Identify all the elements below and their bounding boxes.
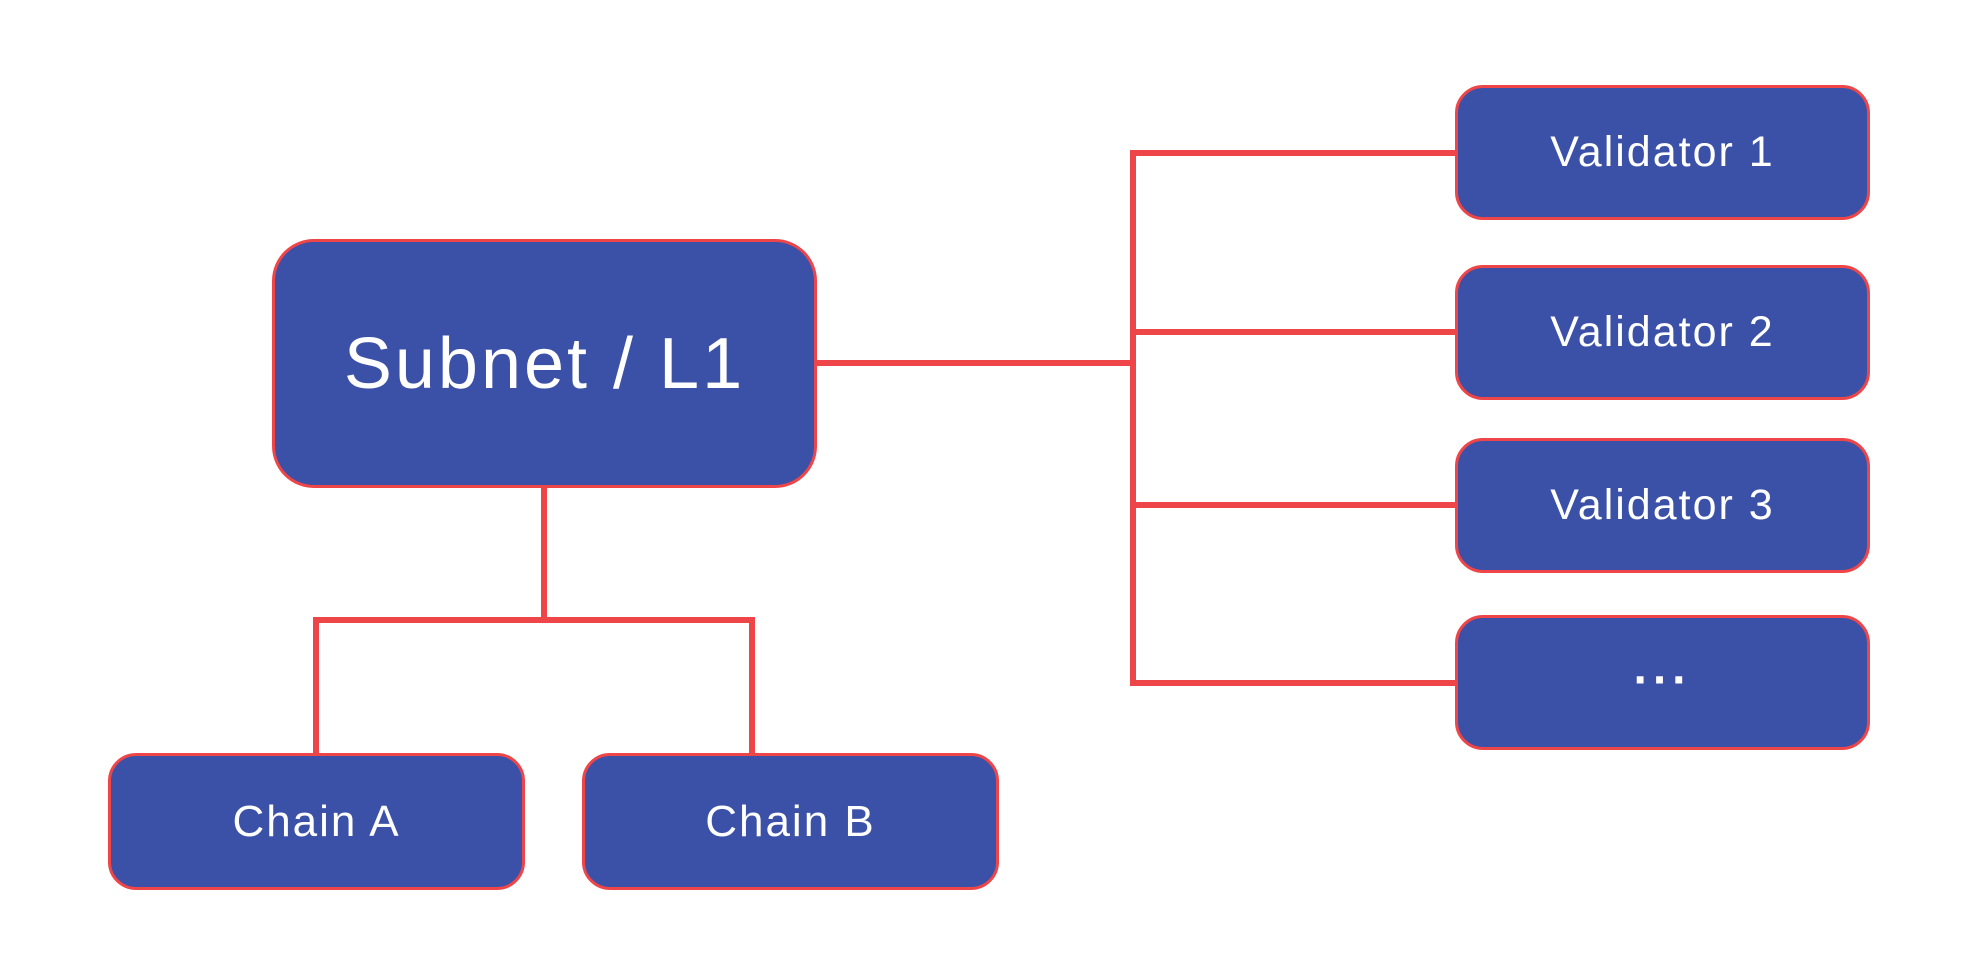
node-validator-1-label: Validator 1 xyxy=(1550,128,1775,176)
node-validator-3-label: Validator 3 xyxy=(1550,481,1775,529)
node-chain-b: Chain B xyxy=(582,753,999,890)
connector-subnet-to-spine xyxy=(817,360,1136,366)
connector-chain-a-drop xyxy=(313,617,319,757)
node-validator-more: ... xyxy=(1455,615,1870,750)
connector-subnet-drop xyxy=(541,486,547,623)
node-validator-3: Validator 3 xyxy=(1455,438,1870,573)
node-validator-2: Validator 2 xyxy=(1455,265,1870,400)
node-validator-more-label: ... xyxy=(1633,641,1692,695)
node-validator-2-label: Validator 2 xyxy=(1550,308,1775,356)
connector-spine-to-validator-more xyxy=(1130,680,1455,686)
connector-chain-tbar xyxy=(313,617,755,623)
node-chain-a-label: Chain A xyxy=(232,796,401,846)
node-subnet-l1-label: Subnet / L1 xyxy=(343,323,746,404)
connector-spine-to-validator-1 xyxy=(1130,150,1455,156)
node-chain-a: Chain A xyxy=(108,753,525,890)
connector-validator-spine xyxy=(1130,150,1136,686)
connector-spine-to-validator-2 xyxy=(1130,329,1455,335)
connector-chain-b-drop xyxy=(749,617,755,757)
node-chain-b-label: Chain B xyxy=(705,796,876,846)
node-subnet-l1: Subnet / L1 xyxy=(272,239,817,488)
node-validator-1: Validator 1 xyxy=(1455,85,1870,220)
connector-spine-to-validator-3 xyxy=(1130,502,1455,508)
